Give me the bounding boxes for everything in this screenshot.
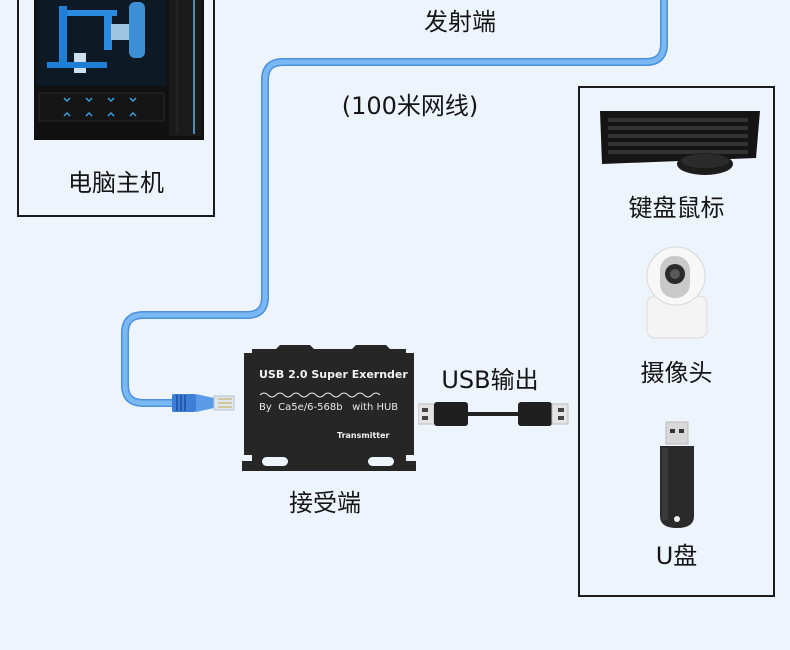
peripheral-label-usb-drive: U盘 <box>655 542 698 570</box>
cable-label: (100米网线) <box>341 92 479 120</box>
device-title: USB 2.0 Super Exernder <box>259 368 408 381</box>
transmitter-label: 发射端 <box>424 8 496 36</box>
usb-cable-icon <box>418 402 569 426</box>
pc-tower-icon <box>34 0 204 140</box>
usb-output-label: USB输出 <box>441 366 539 394</box>
keyboard-mouse-icon <box>600 111 760 175</box>
usb-extender-device: USB 2.0 Super Exernder By Ca5e/6-568b wi… <box>240 343 418 471</box>
peripherals-box: 键盘鼠标 摄像头 U盘 <box>578 86 775 597</box>
host-box: 电脑主机 <box>17 0 215 217</box>
device-badge: Transmitter <box>337 431 390 440</box>
usb-flash-drive-icon <box>660 421 694 528</box>
extender-body <box>242 345 416 471</box>
host-label: 电脑主机 <box>68 169 164 197</box>
webcam-icon <box>646 246 708 339</box>
device-subtitle: By Ca5e/6-568b with HUB <box>259 402 399 413</box>
peripheral-label-keyboard-mouse: 键盘鼠标 <box>628 194 725 222</box>
peripheral-label-webcam: 摄像头 <box>640 359 713 387</box>
receiver-label: 接受端 <box>289 489 361 517</box>
rj45-connector-icon <box>172 394 235 412</box>
